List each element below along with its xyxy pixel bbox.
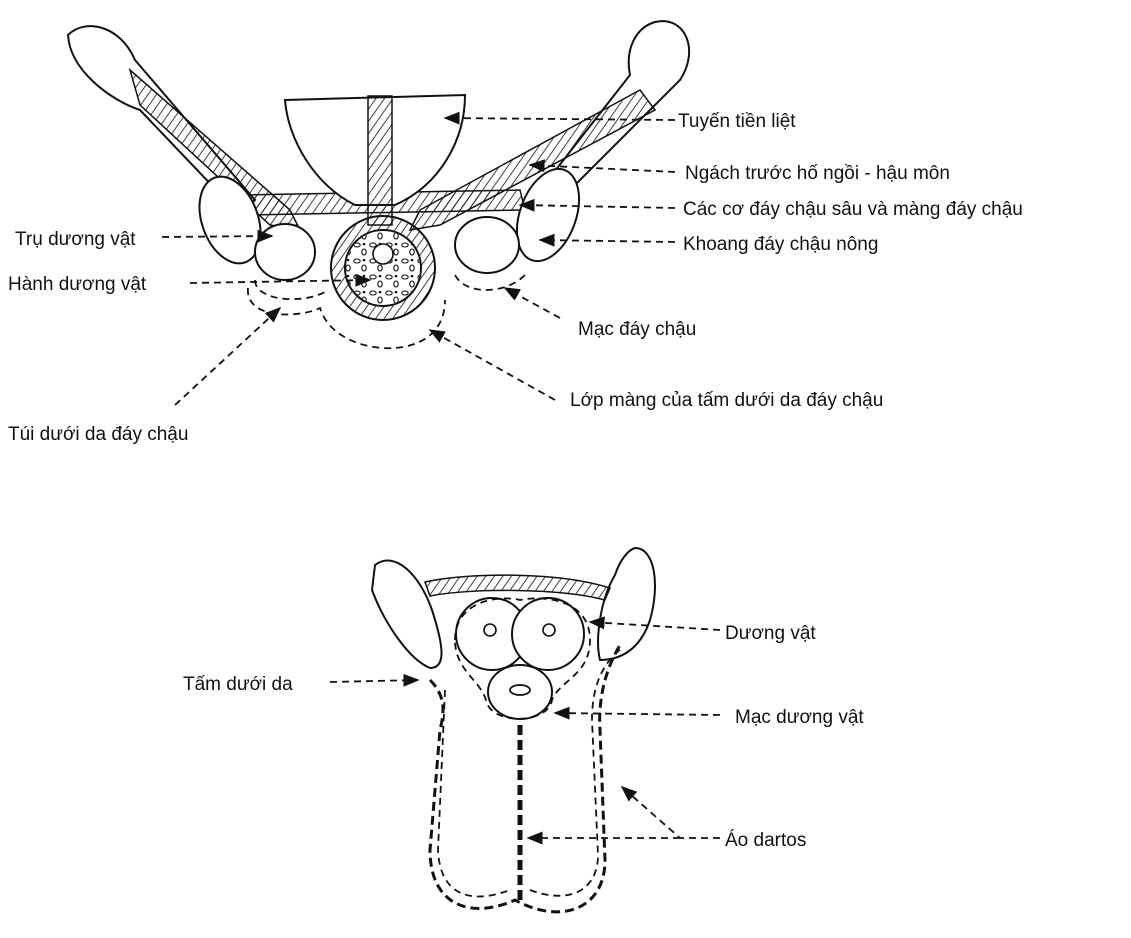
label-subcutaneous-pouch: Túi dưới da đáy chậu (8, 424, 188, 445)
left-bone-bottom (372, 561, 442, 668)
penile-bulb-spongy (346, 231, 420, 305)
label-perineal-fascia: Mạc đáy chậu (578, 319, 696, 340)
label-ischioanal-recess: Ngách trước hố ngồi - hậu môn (685, 163, 950, 184)
label-dartos: Áo dartos (725, 830, 806, 851)
left-crus (255, 224, 315, 280)
urethra (368, 96, 392, 225)
label-superficial-space: Khoang đáy chậu nông (683, 234, 878, 255)
right-perineal-fascia-line (455, 275, 525, 290)
right-bone-bottom (598, 548, 655, 660)
urethra-lumen (373, 244, 393, 264)
right-cavernous-artery (543, 624, 555, 636)
label-prostate: Tuyến tiền liệt (678, 111, 796, 132)
left-perineal-fascia-line (255, 280, 325, 299)
left-cavernous-artery (484, 624, 496, 636)
right-crus (455, 217, 519, 273)
label-penis: Dương vật (725, 623, 816, 644)
label-membranous-layer: Lớp màng của tấm dưới da đáy chậu (570, 390, 883, 411)
label-deep-muscles: Các cơ đáy chậu sâu và màng đáy chậu (683, 199, 1023, 220)
spongy-urethra (510, 685, 530, 695)
label-penile-fascia: Mạc dương vật (735, 707, 864, 728)
label-subcutaneous-layer: Tấm dưới da (183, 674, 293, 695)
label-crus: Trụ dương vật (15, 229, 136, 250)
bottom-muscle-band (425, 575, 610, 600)
bottom-cross-section (372, 548, 655, 912)
label-bulb: Hành dương vật (8, 274, 147, 295)
top-cross-section (68, 21, 689, 348)
